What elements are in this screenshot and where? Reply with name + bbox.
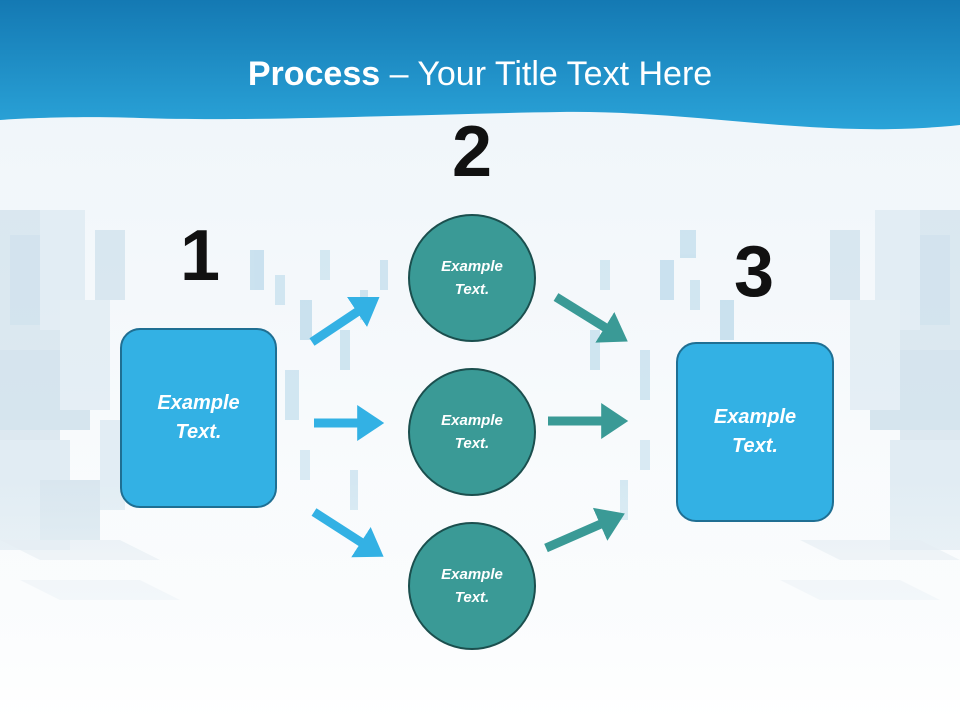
title-bold: Process	[247, 55, 381, 93]
slide-title: Process – Your Title Text Here	[0, 52, 960, 96]
step-2-circle-bottom: Example Text.	[408, 522, 536, 650]
title-rest: – Your Title Text Here	[380, 55, 713, 93]
step-number-3: 3	[733, 232, 775, 312]
right-panel-wall	[590, 210, 960, 550]
step-1-box: Example Text.	[120, 328, 277, 508]
step-2-circle-top: Example Text.	[408, 214, 536, 342]
step-1-text: Example Text.	[157, 392, 240, 443]
header-band	[0, 0, 960, 130]
circle-text: Example Text.	[441, 258, 503, 298]
step-3-box: Example Text.	[676, 342, 834, 522]
step-number-1: 1	[179, 216, 221, 296]
circle-text: Example Text.	[441, 412, 503, 452]
step-number-2: 2	[451, 112, 493, 192]
step-2-circle-middle: Example Text.	[408, 368, 536, 496]
step-3-text: Example Text.	[713, 406, 797, 457]
circle-text: Example Text.	[441, 566, 503, 606]
